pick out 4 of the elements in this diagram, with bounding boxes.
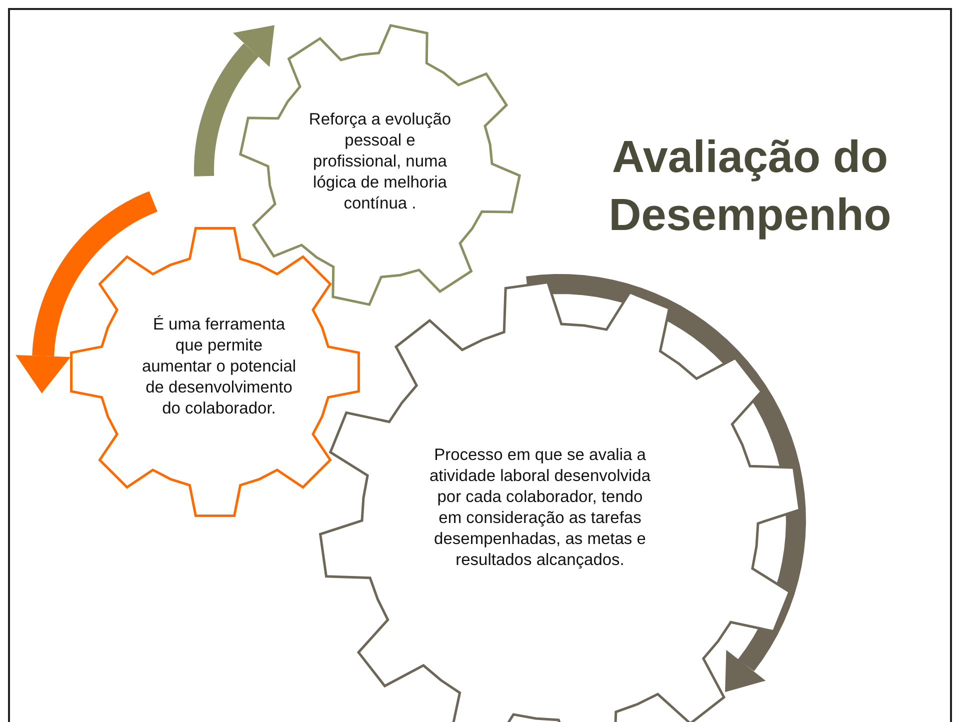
gear-text: Processo em que se avalia a atividade laboral desenvolvida por cada colaborador, tendo em consideração as tarefas desempenhadas, as metas e resultados alcançados.	[428, 445, 652, 571]
title: Avaliação do Desempenho	[608, 130, 892, 242]
gear-text: Reforça a evolução pessoal e profissional, numa lógica de melhoria contínua .	[308, 110, 452, 214]
gear-text: É uma ferramenta que permite aumentar o potencial de desenvolvimento do colaborador.	[140, 314, 298, 420]
